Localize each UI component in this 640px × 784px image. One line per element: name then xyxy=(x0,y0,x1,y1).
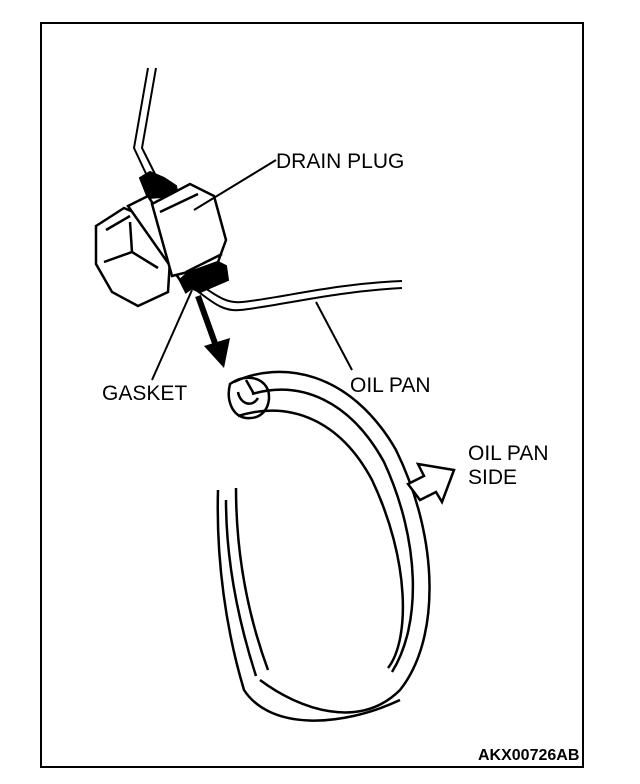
label-oil-pan: OIL PAN xyxy=(350,374,431,397)
oil-pan-leader xyxy=(315,301,353,371)
leader-lines xyxy=(151,159,353,381)
oil-pan-sheet xyxy=(195,280,403,312)
figure-code: AKX00726AB xyxy=(478,747,579,764)
drain-plug xyxy=(94,182,228,308)
gasket-ring xyxy=(216,370,431,722)
gasket-leader xyxy=(151,289,193,381)
oil-pan-wall xyxy=(132,67,157,179)
oil-pan-side-arrow xyxy=(406,462,456,505)
detail-arrow xyxy=(195,294,230,368)
label-oil-pan-side-line2: SIDE xyxy=(468,466,517,489)
label-drain-plug: DRAIN PLUG xyxy=(276,150,404,173)
drain-plug-leader xyxy=(193,159,277,211)
label-gasket: GASKET xyxy=(102,382,187,405)
label-oil-pan-side-line1: OIL PAN xyxy=(468,442,549,465)
diagram-frame xyxy=(40,22,584,768)
